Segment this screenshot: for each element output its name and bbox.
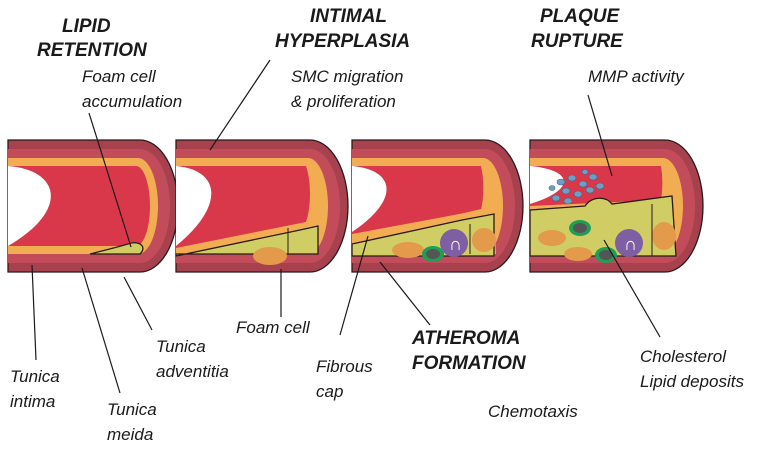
title-intimal-line1: INTIMAL: [310, 6, 387, 27]
title-lipid-line2: RETENTION: [37, 40, 148, 61]
label-tunica-media-line2: meida: [107, 425, 153, 444]
label-tunica-intima-line1: Tunica: [10, 367, 60, 386]
lipid-deposit: [573, 223, 587, 233]
macrophage-glyph: ∩: [449, 234, 462, 254]
smooth-muscle-cell: [472, 228, 496, 252]
vessel-segment-atheroma: ∩: [352, 140, 523, 272]
label-lipid-deposits: Lipid deposits: [640, 372, 744, 391]
label-tunica-intima-line2: intima: [10, 392, 55, 411]
vessel-segment-intimal-hyperplasia: [176, 140, 348, 272]
smooth-muscle-cell: [652, 222, 676, 250]
label-atheroma-line2: FORMATION: [412, 353, 527, 374]
label-chemotaxis: Chemotaxis: [488, 402, 578, 421]
title-plaque-line1: PLAQUE: [540, 6, 621, 27]
title-plaque-line2: RUPTURE: [531, 31, 624, 52]
stage-titles: LIPID RETENTION INTIMAL HYPERPLASIA PLAQ…: [37, 6, 624, 61]
subtitle-intimal-line2: & proliferation: [291, 92, 396, 111]
subtitle-plaque-line1: MMP activity: [588, 67, 685, 86]
smooth-muscle-cell: [253, 247, 287, 265]
title-intimal-line2: HYPERPLASIA: [275, 31, 410, 52]
label-fibrous-cap-line1: Fibrous: [316, 357, 373, 376]
label-tunica-media-line1: Tunica: [107, 400, 157, 419]
macrophage-glyph: ∩: [624, 234, 637, 254]
smooth-muscle-cell: [564, 247, 592, 261]
vessel-segment-lipid-retention: [8, 140, 178, 272]
label-tunica-adventitia-line2: adventitia: [156, 362, 229, 381]
structure-labels: Tunica intima Tunica meida Tunica advent…: [10, 318, 744, 444]
label-tunica-adventitia-line1: Tunica: [156, 337, 206, 356]
leader-smc-migration: [210, 60, 270, 150]
label-atheroma-line1: ATHEROMA: [411, 328, 520, 349]
title-lipid-line1: LIPID: [62, 16, 111, 37]
label-fibrous-cap-line2: cap: [316, 382, 343, 401]
leader-tunica-adventitia: [124, 277, 152, 330]
subtitle-lipid-line2: accumulation: [82, 92, 182, 111]
label-foam-cell: Foam cell: [236, 318, 311, 337]
leader-tunica-intima: [32, 265, 36, 360]
subtitle-intimal-line1: SMC migration: [291, 67, 403, 86]
smooth-muscle-cell: [392, 242, 424, 258]
leader-tunica-media: [82, 268, 120, 393]
lipid-deposit: [426, 249, 440, 259]
vessel-segment-plaque-rupture: ∩: [530, 140, 703, 272]
smooth-muscle-cell: [538, 230, 566, 246]
label-cholesterol: Cholesterol: [640, 347, 727, 366]
subtitle-lipid-line1: Foam cell: [82, 67, 157, 86]
stage-subtitles: Foam cell accumulation SMC migration & p…: [82, 67, 685, 111]
